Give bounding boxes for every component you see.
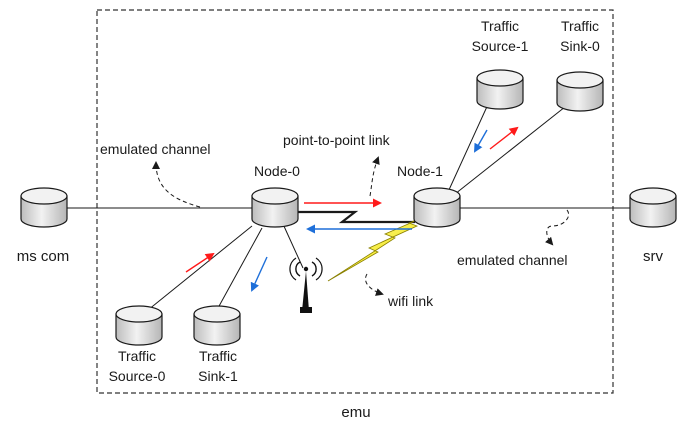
srv-server-icon: [629, 187, 677, 228]
traffic-sink-1-label-line1: Traffic: [199, 348, 237, 364]
annotation-arrow-emulated-left: [152, 161, 201, 208]
access-point-icon: [289, 257, 323, 313]
link-node1-source1: [447, 99, 491, 193]
traffic-arrow-red-sink0: [489, 126, 519, 150]
wifi-link-label: wifi link: [387, 293, 434, 309]
node-1-label: Node-1: [397, 163, 443, 179]
traffic-source-1-icon: [476, 69, 524, 110]
annotation-arrow-emulated-right: [545, 209, 570, 246]
traffic-sink-0-label-line1: Traffic: [561, 18, 599, 34]
node-1-router-icon: [413, 187, 461, 228]
traffic-source-0-label-line2: Source-0: [109, 368, 166, 384]
traffic-source-1-label-line1: Traffic: [481, 18, 519, 34]
traffic-arrow-blue-source1: [474, 129, 488, 153]
traffic-source-1-label-line2: Source-1: [472, 38, 529, 54]
emulated-channel-right-label: emulated channel: [457, 252, 568, 268]
traffic-sink-1-icon: [193, 305, 241, 346]
traffic-sink-0-label-line2: Sink-0: [560, 38, 600, 54]
emu-label: emu: [341, 404, 370, 421]
annotation-arrow-p2p: [369, 156, 380, 197]
traffic-sink-1-label-line2: Sink-1: [198, 368, 238, 384]
ms-com-server-icon: [20, 187, 68, 228]
link-node0-sink1: [217, 227, 263, 309]
node-0-router-icon: [251, 187, 299, 228]
traffic-sink-0-icon: [556, 71, 604, 112]
emulated-channel-left-label: emulated channel: [100, 141, 211, 157]
point-to-point-link: [292, 210, 415, 224]
emu-container: [96, 9, 614, 394]
traffic-source-0-icon: [115, 305, 163, 346]
annotation-arrow-wifi: [365, 273, 384, 296]
link-node0-source0: [147, 225, 253, 311]
ms-com-label: ms com: [17, 248, 70, 265]
traffic-arrow-blue-sink1: [250, 256, 268, 292]
traffic-arrow-red-source0: [185, 252, 215, 273]
point-to-point-label: point-to-point link: [283, 132, 391, 148]
node-0-label: Node-0: [254, 163, 300, 179]
traffic-source-0-label-line1: Traffic: [118, 348, 156, 364]
link-node1-sink0: [454, 102, 571, 195]
link-node0-ap: [282, 223, 304, 269]
srv-label: srv: [643, 248, 663, 265]
